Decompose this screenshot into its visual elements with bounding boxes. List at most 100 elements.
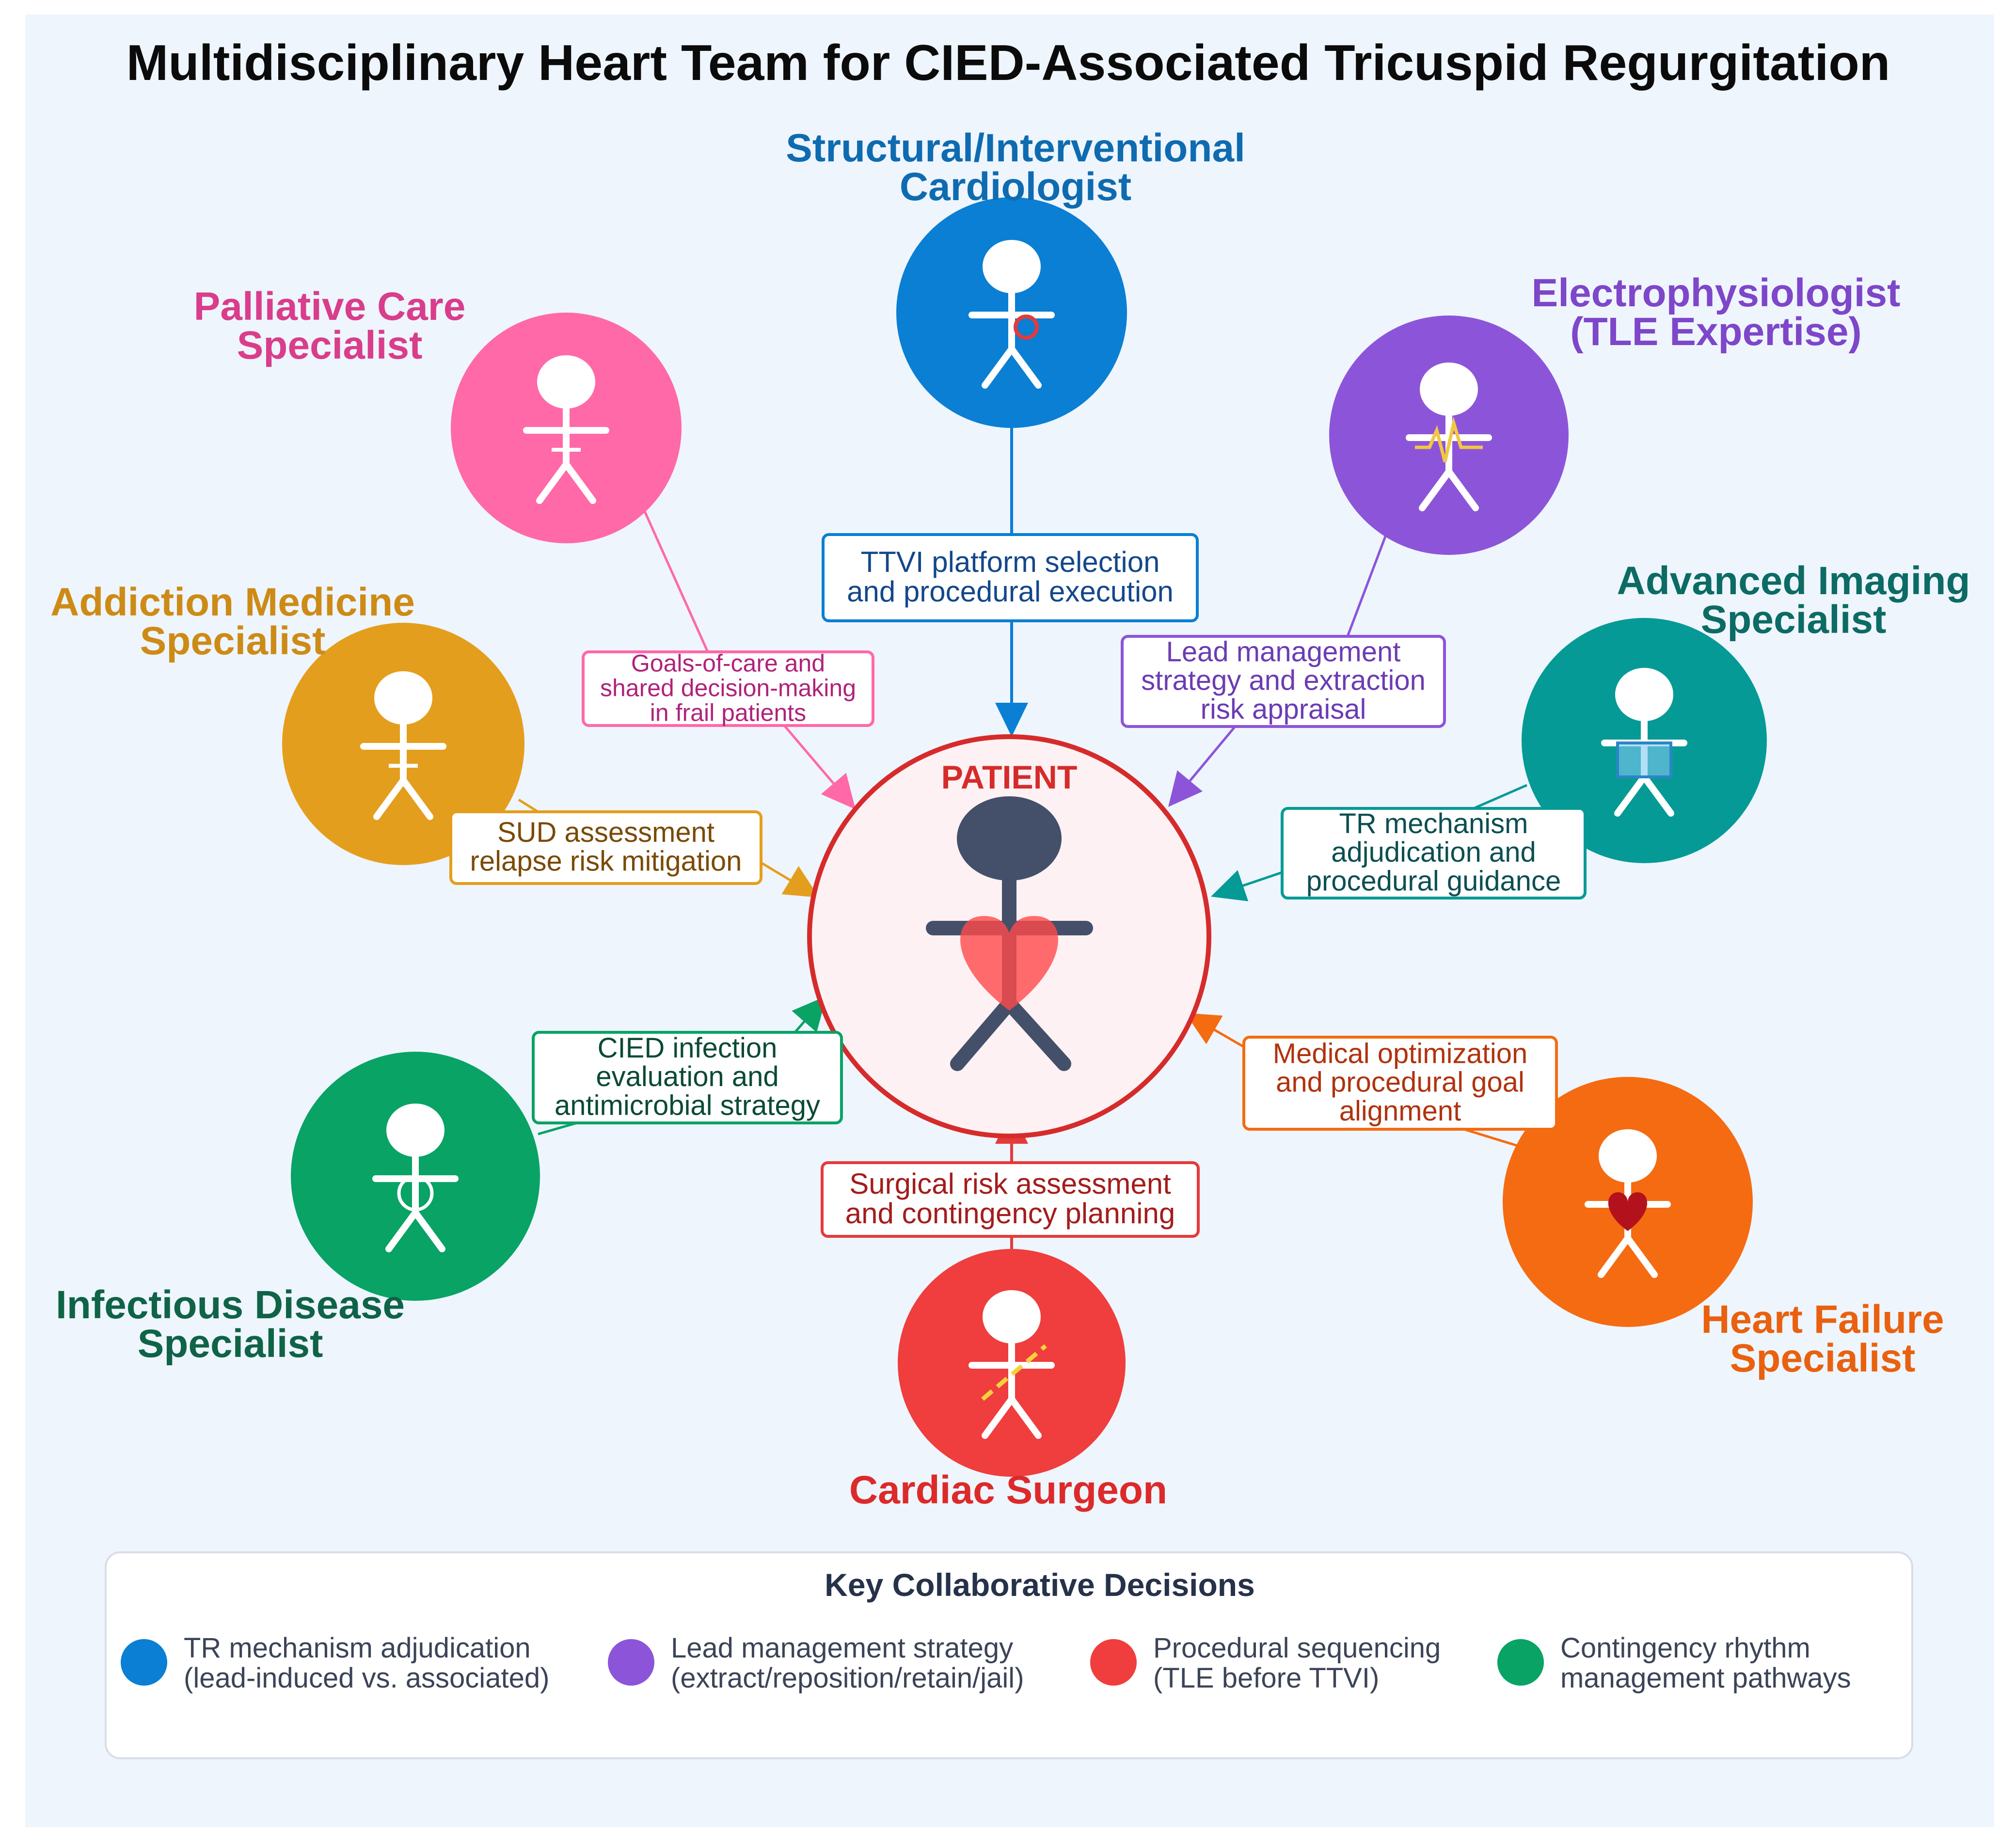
legend-item-text-line: management pathways: [1560, 1662, 1851, 1694]
legend-swatch-icon: [608, 1639, 654, 1686]
node-surgeon-name-line: Cardiac Surgeon: [849, 1468, 1167, 1512]
figure-left-leg: [385, 1209, 419, 1252]
box-heart_failure-frame: [1242, 1036, 1558, 1131]
legend-items: TR mechanism adjudication(lead-induced v…: [121, 1632, 1851, 1694]
figure-right-leg: [563, 461, 596, 504]
node-addiction-name-line: Specialist: [140, 619, 326, 663]
box-electrophysiologist-text-line: risk appraisal: [1201, 694, 1366, 725]
box-heart_failure-text-line: alignment: [1339, 1095, 1461, 1127]
box-infectious-text-line: antimicrobial strategy: [555, 1089, 820, 1121]
figure-left-leg: [982, 346, 1015, 389]
box-imaging-text-line: adjudication and: [1331, 837, 1536, 868]
connector-addiction-outer: [518, 798, 539, 813]
box-heart_failure-text-line: and procedural goal: [1276, 1067, 1524, 1098]
figure-head: [537, 355, 595, 409]
legend-item: Lead management strategy(extract/reposit…: [608, 1632, 1024, 1694]
figure-head: [1615, 668, 1673, 721]
node-imaging-name-line: Specialist: [1701, 598, 1887, 642]
figure-head: [983, 240, 1041, 293]
legend-item-text-line: (extract/reposition/retain/jail): [671, 1662, 1024, 1694]
box-structural-frame: [822, 533, 1199, 622]
figure-right-leg: [1641, 774, 1674, 817]
node-electrophysiologist-name-line: (TLE Expertise): [1570, 310, 1861, 354]
box-infectious-text-line: evaluation and: [596, 1061, 778, 1092]
figure-right-leg: [400, 777, 433, 820]
arrowhead-addiction: [781, 866, 819, 898]
box-surgeon-frame: [821, 1161, 1200, 1238]
figure-right-leg: [1445, 468, 1479, 511]
legend: Key Collaborative Decisions TR mechanism…: [105, 1551, 1913, 1759]
node-electrophysiologist-name-line: Electrophysiologist: [1532, 271, 1901, 315]
person-icon: [360, 671, 446, 820]
figure-right-leg: [1008, 346, 1042, 389]
arrowhead-palliative: [821, 773, 856, 809]
figure-left-leg: [373, 777, 407, 820]
legend-swatch-icon: [121, 1639, 167, 1686]
node-heart_failure-name-line: Heart Failure: [1701, 1297, 1944, 1342]
figure-left-leg: [1419, 468, 1452, 511]
connector-heart_failure-inner: [1209, 1026, 1245, 1048]
box-imaging-frame: [1281, 807, 1587, 900]
person-with-microbe-icon: [372, 1104, 459, 1252]
box-palliative-text-line: in frail patients: [650, 699, 806, 726]
figure-head: [1420, 363, 1478, 416]
box-palliative-text-line: Goals-of-care and: [631, 649, 825, 677]
connector-electrophysiologist-outer: [1346, 521, 1393, 637]
box-electrophysiologist-text-line: strategy and extraction: [1141, 665, 1426, 696]
legend-item-text-line: (TLE before TTVI): [1153, 1662, 1379, 1694]
mini-heart-icon: [1608, 1192, 1648, 1231]
box-surgeon-text-line: Surgical risk assessment: [849, 1168, 1171, 1200]
node-structural-name-line: Structural/Interventional: [786, 126, 1245, 170]
box-addiction-text-line: relapse risk mitigation: [470, 845, 742, 877]
legend-item-text-line: TR mechanism adjudication: [184, 1632, 531, 1664]
legend-title: Key Collaborative Decisions: [825, 1567, 1255, 1603]
person-icon: [523, 355, 609, 504]
legend-item-text-line: Procedural sequencing: [1153, 1632, 1441, 1664]
figure-right-leg: [1624, 1235, 1658, 1278]
legend-panel: [105, 1551, 1913, 1759]
arrowhead-infectious: [792, 996, 826, 1033]
person-with-scalpel-icon: [968, 1290, 1055, 1439]
connector-palliative-inner: [783, 725, 838, 788]
patient-label: PATIENT: [941, 759, 1078, 796]
box-addiction-frame: [449, 810, 762, 885]
box-imaging-text-line: TR mechanism: [1339, 808, 1528, 839]
box-addiction-text-line: SUD assessment: [497, 817, 714, 848]
connector-imaging-inner: [1238, 871, 1283, 889]
specialist-nodes: Structural/InterventionalCardiologistEle…: [50, 126, 1970, 1512]
legend-item: TR mechanism adjudication(lead-induced v…: [121, 1632, 549, 1694]
figure-left-leg: [982, 1396, 1015, 1439]
node-infectious-name-line: Specialist: [138, 1322, 323, 1366]
box-surgeon-text-line: and contingency planning: [845, 1197, 1175, 1230]
stent-ring-icon: [1014, 315, 1039, 340]
person-with-stent-ring-icon: [968, 240, 1055, 389]
legend-item-text-line: Lead management strategy: [671, 1632, 1013, 1664]
legend-item: Procedural sequencing(TLE before TTVI): [1090, 1632, 1441, 1694]
connector-infectious-outer: [538, 1121, 577, 1136]
box-palliative-text-line: shared decision-making: [600, 674, 856, 701]
figure-head: [374, 671, 432, 725]
legend-swatch-icon: [1497, 1639, 1544, 1686]
diagram-title: Multidisciplinary Heart Team for CIED-As…: [127, 35, 1890, 91]
patient: PATIENT: [807, 734, 1211, 1138]
node-palliative-name-line: Specialist: [237, 323, 423, 367]
arrowhead-structural: [995, 703, 1028, 737]
connector-electrophysiologist-inner: [1186, 726, 1236, 786]
patient-head: [957, 796, 1062, 881]
box-imaging-text-line: procedural guidance: [1306, 865, 1561, 897]
node-electrophysiologist: Electrophysiologist(TLE Expertise): [1329, 271, 1900, 555]
figure-left-leg: [1614, 774, 1648, 817]
